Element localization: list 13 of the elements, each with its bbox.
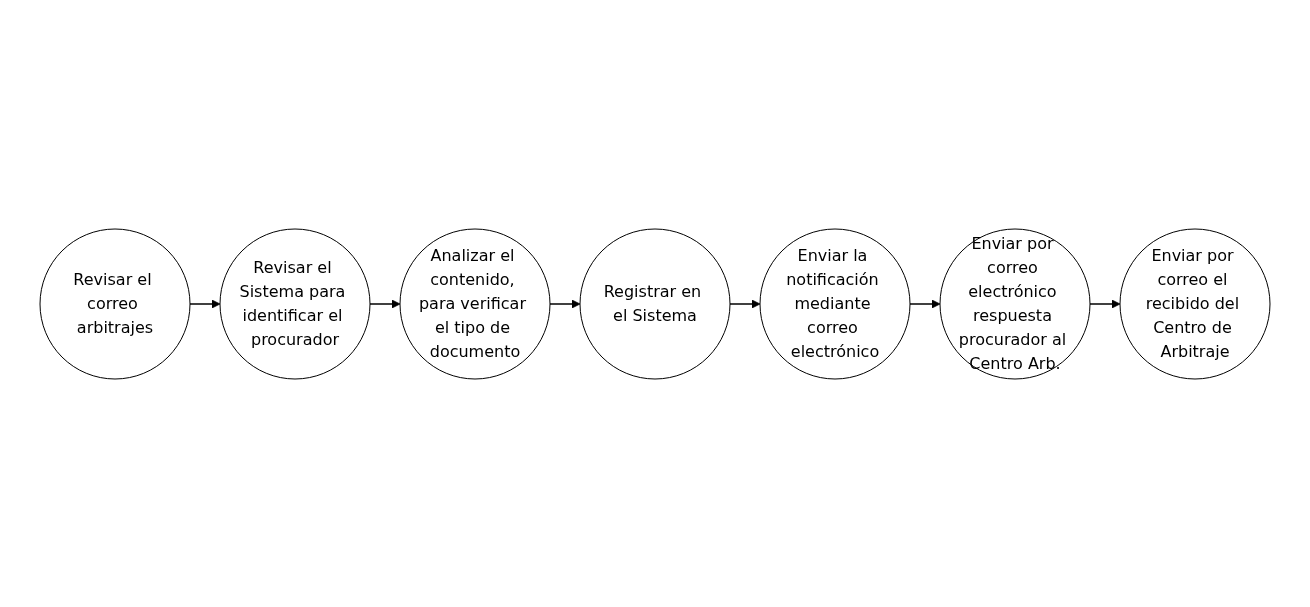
node-circle: Revisar el correo arbitrajes	[39, 228, 191, 379]
node-circle: Revisar el Sistema para identificar el procurador	[219, 228, 371, 379]
arrow	[369, 299, 401, 308]
arrow	[549, 299, 581, 308]
arrow	[729, 299, 761, 308]
node-circle: Enviar por correo electrónico respuesta procurador al Centro Arb.	[939, 228, 1091, 379]
node-circle: Analizar el contenido, para verificar el tipo de documento	[399, 228, 551, 379]
node-circle: Enviar la notificación mediante correo electrónico	[759, 228, 911, 379]
arrow	[909, 299, 941, 308]
node-circle: Registrar en el Sistema	[579, 228, 731, 379]
node-circle: Enviar por correo el recibido del Centro de Arbitraje	[1119, 228, 1271, 379]
arrow	[189, 299, 221, 308]
arrow	[1089, 299, 1121, 308]
